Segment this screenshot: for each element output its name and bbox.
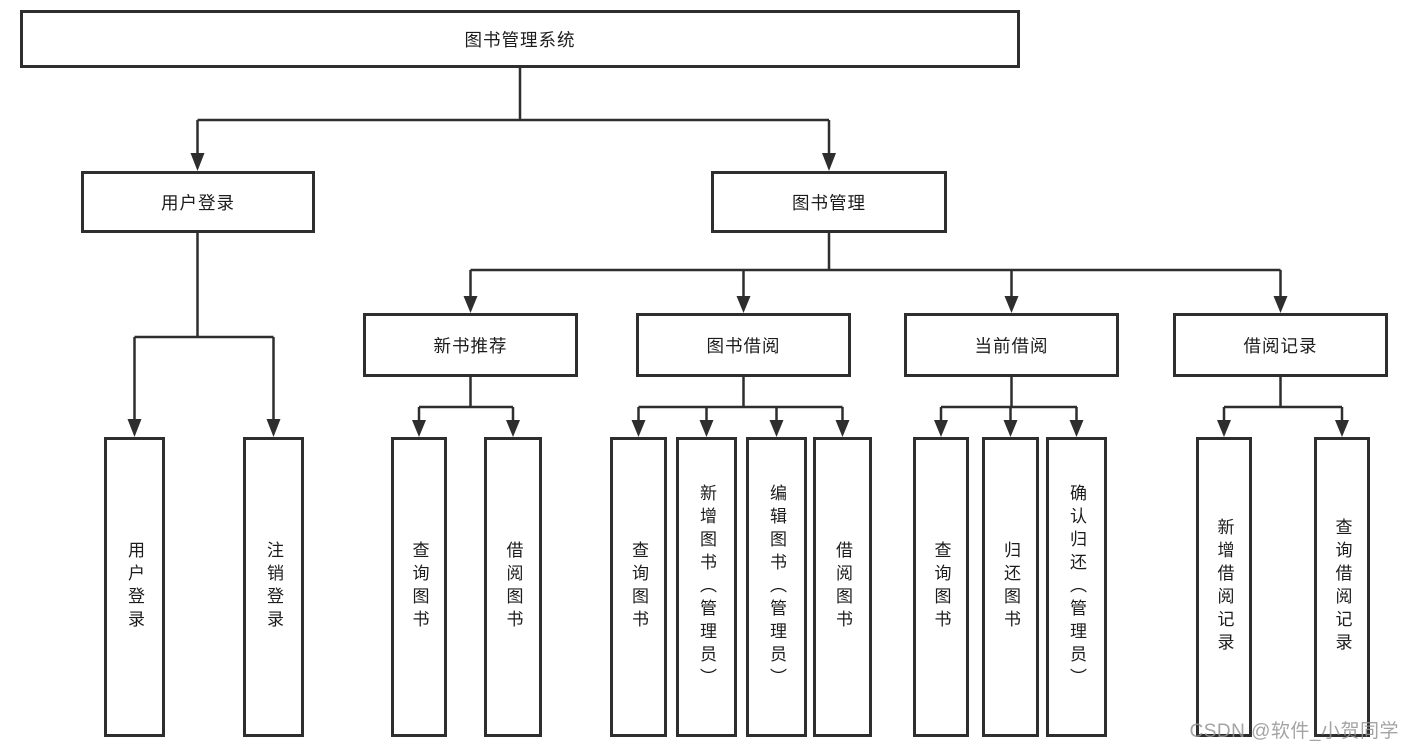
arrowhead-icon [463,296,478,313]
leaf-label: 归还图书 [1001,541,1020,633]
arrowhead-icon [835,420,850,437]
edge-book-borrow-to-leaves [631,377,850,437]
arrowhead-icon [506,420,520,437]
leaf-label: 新增图书（管理员） [697,483,716,691]
node-borrow-records: 借阅记录 [1173,313,1388,377]
arrowhead-icon [822,153,836,171]
leaf-edit-books-admin: 编辑图书（管理员） [746,437,807,737]
node-new-book-recommend: 新书推荐 [363,313,578,377]
node-label: 图书管理 [792,192,866,213]
arrowhead-icon [699,420,714,437]
node-label: 当前借阅 [974,335,1049,356]
leaf-label: 查询图书 [629,541,648,633]
leaf-query-books-borrow: 查询图书 [610,437,667,737]
leaf-label: 查询图书 [931,541,951,633]
node-label: 图书管理系统 [464,29,576,50]
leaf-label: 用户登录 [125,541,144,633]
node-book-management-system: 图书管理系统 [20,10,1020,68]
node-user-login: 用户登录 [81,171,315,233]
arrowhead-icon [934,420,948,437]
leaf-add-borrow-record: 新增借阅记录 [1196,437,1252,737]
leaf-user-login: 用户登录 [104,437,165,737]
node-label: 用户登录 [161,192,235,213]
leaf-query-borrow-record: 查询借阅记录 [1314,437,1370,737]
csdn-watermark: CSDN @软件_小贺同学 [1189,721,1399,742]
edge-user-login-to-leaves [127,232,281,437]
arrowhead-icon [736,296,751,313]
arrowhead-icon [631,420,646,437]
edge-current-borrow-to-leaves [934,377,1084,437]
node-label: 新书推荐 [433,335,508,356]
arrowhead-icon [266,419,281,437]
leaf-return-books: 归还图书 [982,437,1039,737]
arrowhead-icon [769,420,784,437]
leaf-label: 确认归还（管理员） [1067,483,1086,691]
edge-root-to-level2 [190,68,836,171]
arrowhead-icon [127,419,142,437]
leaf-label: 查询图书 [409,541,429,633]
leaf-label: 借阅图书 [503,541,523,633]
node-current-borrow: 当前借阅 [904,313,1119,377]
leaf-borrow-books: 借阅图书 [813,437,872,737]
leaf-label: 新增借阅记录 [1214,518,1234,656]
leaf-query-books-current: 查询图书 [913,437,969,737]
leaf-borrow-books-recommend: 借阅图书 [484,437,542,737]
leaf-label: 编辑图书（管理员） [767,483,786,691]
leaf-label: 查询借阅记录 [1332,518,1352,656]
edge-borrow-records-to-leaves [1217,377,1349,437]
leaf-query-books-recommend: 查询图书 [391,437,447,737]
leaf-confirm-return-admin: 确认归还（管理员） [1046,437,1107,737]
node-book-management: 图书管理 [711,171,947,233]
arrowhead-icon [1003,420,1018,437]
edge-book-management-to-level3 [463,232,1288,313]
leaf-add-books-admin: 新增图书（管理员） [676,437,737,737]
node-label: 图书借阅 [706,335,781,356]
leaf-logout: 注销登录 [243,437,304,737]
arrowhead-icon [412,420,426,437]
leaf-label: 借阅图书 [833,541,852,633]
arrowhead-icon [1217,420,1231,437]
edge-new-book-recommend-to-leaves [412,377,520,437]
leaf-label: 注销登录 [264,541,283,633]
arrowhead-icon [1004,296,1019,313]
node-label: 借阅记录 [1243,335,1318,356]
node-book-borrow: 图书借阅 [636,313,851,377]
arrowhead-icon [1273,296,1288,313]
arrowhead-icon [1069,420,1084,437]
arrowhead-icon [190,153,205,171]
arrowhead-icon [1335,420,1349,437]
